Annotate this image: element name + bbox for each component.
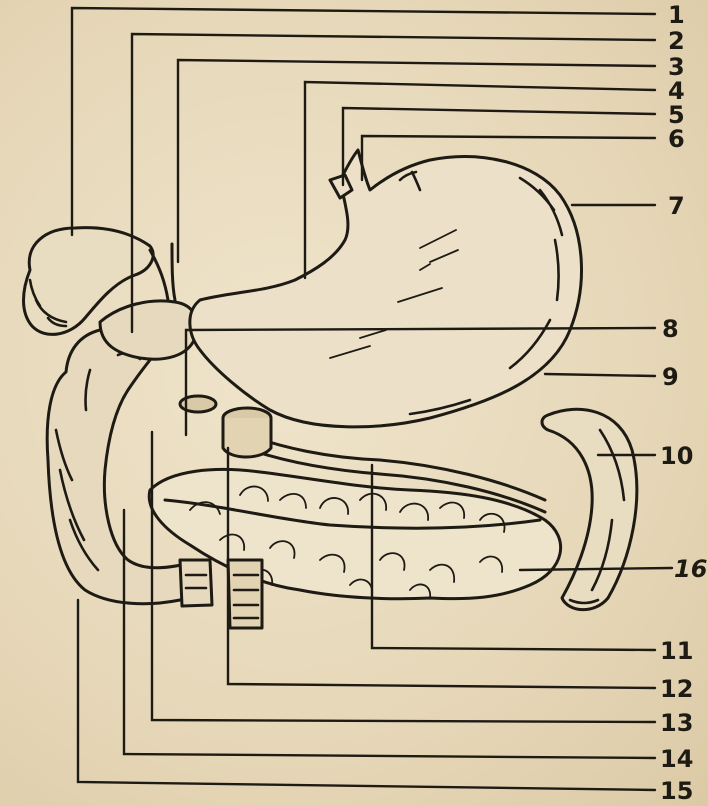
duodenum bbox=[47, 329, 212, 606]
aorta bbox=[228, 560, 262, 628]
label-16: 16 bbox=[674, 555, 707, 583]
labels: 1 2 3 4 5 6 7 8 9 10 11 12 13 14 15 16 bbox=[660, 1, 707, 805]
label-14: 14 bbox=[660, 745, 693, 773]
leader-15 bbox=[78, 600, 655, 790]
label-10: 10 bbox=[660, 442, 693, 470]
label-13: 13 bbox=[660, 709, 693, 737]
spleen bbox=[542, 409, 637, 609]
label-11: 11 bbox=[660, 637, 693, 665]
label-9: 9 bbox=[662, 363, 679, 391]
label-1: 1 bbox=[668, 1, 685, 29]
label-15: 15 bbox=[660, 777, 693, 805]
stomach bbox=[190, 150, 582, 427]
label-2: 2 bbox=[668, 27, 685, 55]
label-6: 6 bbox=[668, 125, 685, 153]
leader-9 bbox=[545, 374, 655, 376]
label-12: 12 bbox=[660, 675, 693, 703]
label-7: 7 bbox=[668, 192, 685, 220]
pylorus bbox=[100, 301, 197, 359]
aorta-stump bbox=[180, 396, 271, 457]
label-8: 8 bbox=[662, 315, 679, 343]
